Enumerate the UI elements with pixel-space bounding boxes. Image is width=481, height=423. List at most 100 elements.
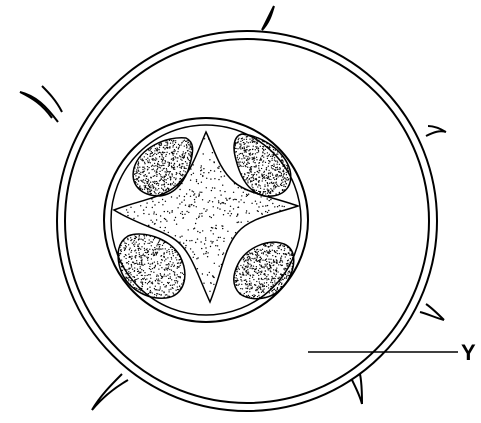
stipple-dot <box>162 177 163 178</box>
stipple-dot <box>256 190 257 191</box>
stipple-dot <box>126 246 127 247</box>
stipple-dot <box>283 268 284 269</box>
stipple-dot <box>273 152 274 153</box>
stipple-dot <box>218 166 219 167</box>
stipple-dot <box>151 254 152 255</box>
stipple-dot <box>143 278 144 279</box>
stipple-dot <box>136 275 137 276</box>
stipple-dot <box>151 166 152 167</box>
stipple-dot <box>244 293 245 294</box>
stipple-dot <box>144 237 145 238</box>
stipple-dot <box>241 280 242 281</box>
stipple-dot <box>196 181 197 182</box>
stipple-dot <box>235 159 236 160</box>
stipple-dot <box>249 291 250 292</box>
stipple-dot <box>176 197 177 198</box>
stipple-dot <box>144 248 145 249</box>
stipple-dot <box>255 191 256 192</box>
stipple-dot <box>214 197 215 198</box>
stipple-dot <box>286 165 287 166</box>
stipple-dot <box>137 278 138 279</box>
stipple-dot <box>252 189 253 190</box>
stipple-dot <box>155 160 156 161</box>
stipple-dot <box>153 188 154 189</box>
stipple-dot <box>237 264 238 265</box>
stipple-dot <box>120 245 121 246</box>
stipple-dot <box>272 168 273 169</box>
stipple-dot <box>272 284 273 285</box>
stipple-dot <box>156 276 157 277</box>
stipple-dot <box>292 255 293 256</box>
stipple-dot <box>189 151 190 152</box>
stipple-dot <box>256 138 257 139</box>
stipple-dot <box>179 256 180 257</box>
stipple-dot <box>151 271 152 272</box>
stipple-dot <box>269 253 270 254</box>
stipple-dot <box>203 168 204 169</box>
stipple-dot <box>134 287 135 288</box>
stipple-dot <box>263 150 264 151</box>
stipple-dot <box>238 139 239 140</box>
stipple-dot <box>144 272 145 273</box>
stipple-dot <box>271 245 272 246</box>
stipple-dot <box>267 198 268 199</box>
stipple-dot <box>148 274 149 275</box>
stipple-dot <box>273 188 274 189</box>
stipple-dot <box>269 292 270 293</box>
stipple-dot <box>266 258 267 259</box>
stipple-dot <box>283 161 284 162</box>
stipple-dot <box>267 212 268 213</box>
stipple-dot <box>220 237 221 238</box>
stipple-dot <box>220 203 221 204</box>
stipple-dot <box>166 182 167 183</box>
stipple-dot <box>158 278 159 279</box>
stipple-dot <box>149 249 150 250</box>
stipple-dot <box>267 274 268 275</box>
stipple-dot <box>288 171 289 172</box>
stipple-dot <box>174 220 175 221</box>
stipple-dot <box>284 189 285 190</box>
stipple-dot <box>231 237 232 238</box>
stipple-dot <box>279 283 280 284</box>
stipple-dot <box>130 272 131 273</box>
stipple-dot <box>151 282 152 283</box>
stipple-dot <box>236 275 237 276</box>
stipple-dot <box>139 252 140 253</box>
stipple-dot <box>152 281 153 282</box>
stipple-dot <box>164 274 165 275</box>
stipple-dot <box>128 271 129 272</box>
stipple-dot <box>144 189 145 190</box>
stipple-dot <box>167 282 168 283</box>
stipple-dot <box>158 193 159 194</box>
stipple-dot <box>191 157 192 158</box>
stipple-dot <box>157 263 158 264</box>
stipple-dot <box>261 168 262 169</box>
stipple-dot <box>163 243 164 244</box>
stipple-dot <box>130 237 131 238</box>
stipple-dot <box>270 176 271 177</box>
stipple-dot <box>257 253 258 254</box>
stipple-dot <box>149 156 150 157</box>
stipple-dot <box>173 165 174 166</box>
stipple-dot <box>260 188 261 189</box>
stipple-dot <box>243 155 244 156</box>
stipple-dot <box>139 173 140 174</box>
stipple-dot <box>224 191 225 192</box>
stipple-dot <box>173 271 174 272</box>
stipple-dot <box>240 146 241 147</box>
stipple-dot <box>264 288 265 289</box>
stipple-dot <box>258 150 259 151</box>
stipple-dot <box>201 248 202 249</box>
stipple-dot <box>163 165 164 166</box>
stipple-dot <box>250 168 251 169</box>
stipple-dot <box>270 282 271 283</box>
stipple-dot <box>144 255 145 256</box>
stipple-dot <box>290 258 291 259</box>
stipple-dot <box>259 264 260 265</box>
stipple-dot <box>165 259 166 260</box>
stipple-dot <box>147 154 148 155</box>
stipple-dot <box>120 253 121 254</box>
stipple-dot <box>284 168 285 169</box>
stipple-dot <box>166 250 167 251</box>
stipple-dot <box>146 176 147 177</box>
